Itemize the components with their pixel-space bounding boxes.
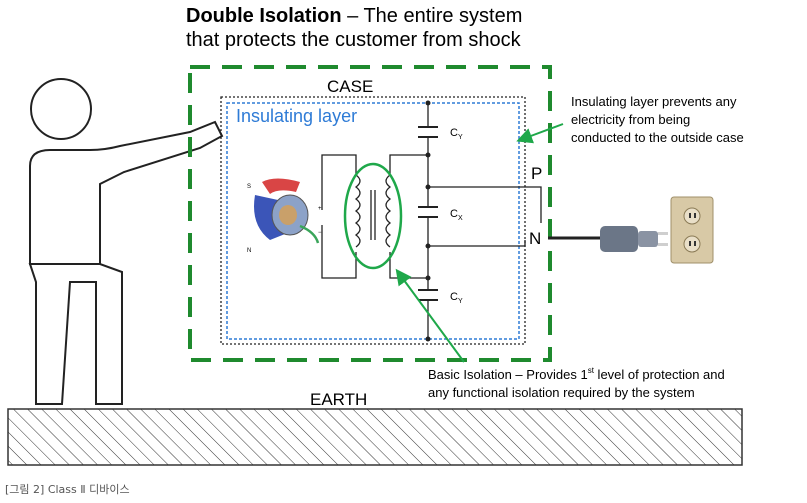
insulating-callout: Insulating layer prevents any electricit… xyxy=(571,94,744,145)
basic-isolation-callout: Basic Isolation – Provides 1st level of … xyxy=(428,366,725,400)
svg-text:Basic Isolation – Provides 1st: Basic Isolation – Provides 1st level of … xyxy=(428,366,725,382)
capacitor-cy-bottom xyxy=(418,289,438,301)
terminal-n-label: N xyxy=(529,229,541,248)
figure-caption: [그림 2] Class Ⅱ 디바이스 xyxy=(5,483,130,496)
capacitor-cy-top xyxy=(418,126,438,138)
earth-ground xyxy=(7,408,743,466)
diagram-title: Double Isolation – The entire system tha… xyxy=(186,4,522,52)
svg-text:electricity from being: electricity from being xyxy=(571,112,690,127)
basic-isolation-highlight xyxy=(343,162,403,270)
svg-text:S: S xyxy=(247,184,251,190)
cap-top-label: CY xyxy=(450,127,463,141)
capacitor-cx xyxy=(418,206,438,218)
terminal-p-label: P xyxy=(531,164,542,183)
case-outline xyxy=(188,65,552,362)
motor-illustration: S N + − xyxy=(247,178,322,254)
transformer xyxy=(354,174,392,248)
svg-text:any functional isolation requi: any functional isolation required by the… xyxy=(428,385,695,400)
inner-enclosure xyxy=(220,96,526,345)
earth-label: EARTH xyxy=(310,390,367,409)
insulating-callout-arrow xyxy=(516,123,564,144)
junction-dots xyxy=(425,100,431,342)
cap-bot-label: CY xyxy=(450,291,463,305)
svg-text:+: + xyxy=(318,206,322,212)
cap-mid-label: CX xyxy=(450,208,463,222)
circuit-wiring xyxy=(321,103,600,339)
title-bold: Double Isolation xyxy=(186,5,342,27)
plug-icon xyxy=(600,226,668,252)
svg-text:−: − xyxy=(318,230,322,236)
insulating-layer-label: Insulating layer xyxy=(236,106,357,126)
svg-text:conducted to the outside case: conducted to the outside case xyxy=(571,130,744,145)
title-rest: – The entire system xyxy=(341,5,523,27)
svg-text:N: N xyxy=(247,248,251,254)
basic-isolation-callout-arrow xyxy=(395,268,465,363)
case-label: CASE xyxy=(327,77,373,96)
title-line2: that protects the customer from shock xyxy=(186,29,521,51)
svg-text:Insulating layer prevents any: Insulating layer prevents any xyxy=(571,94,737,109)
wall-outlet-icon xyxy=(670,196,714,264)
insulating-layer-outline xyxy=(226,102,520,340)
person-figure xyxy=(28,78,224,405)
